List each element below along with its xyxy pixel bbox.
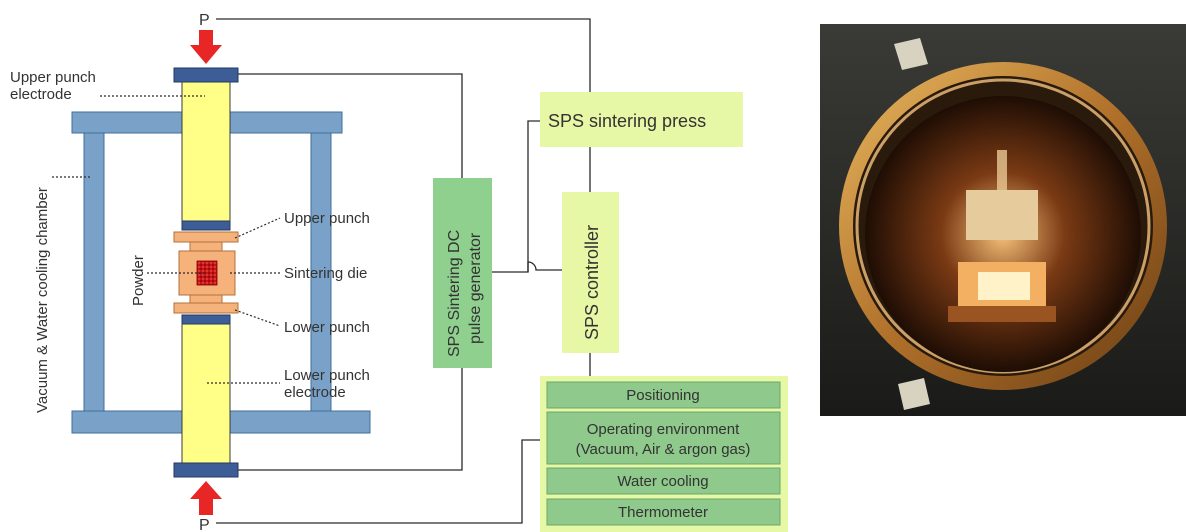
sintering-press-label: SPS sintering press xyxy=(548,111,706,131)
function-water-cooling xyxy=(546,467,781,495)
lower-punch-electrode xyxy=(173,314,239,478)
label-vacuum-chamber: Vacuum & Water cooling chamber xyxy=(34,187,51,413)
label-lower-punch-electrode-2: electrode xyxy=(284,384,346,401)
upper-punch xyxy=(173,231,239,243)
controller-box: SPS controller xyxy=(562,192,619,353)
pulse-generator-box: SPS Sintering DC pulse generator xyxy=(433,178,492,368)
function-operating-environment-label-2: (Vacuum, Air & argon gas) xyxy=(576,441,751,458)
pressure-label-top: P xyxy=(199,12,210,29)
function-water-cooling-label: Water cooling xyxy=(617,473,708,490)
sintering-die-assembly xyxy=(173,231,239,314)
pressure-arrow-bottom-icon xyxy=(190,481,222,515)
function-positioning xyxy=(546,381,781,409)
controller-label: SPS controller xyxy=(582,225,602,340)
pulse-generator-label-2: pulse generator xyxy=(467,232,484,344)
label-sintering-die: Sintering die xyxy=(284,265,367,282)
sps-chamber-photo xyxy=(820,24,1186,416)
pressure-label-bottom: P xyxy=(199,517,210,532)
pressure-arrow-top-icon xyxy=(190,30,222,64)
controller-function-list: Positioning Operating environment (Vacuu… xyxy=(540,376,788,532)
function-positioning-label: Positioning xyxy=(626,387,699,404)
wiring xyxy=(216,18,591,524)
vacuum-chamber-frame xyxy=(71,111,371,434)
sintering-press-box: SPS sintering press xyxy=(540,92,743,147)
upper-punch-electrode xyxy=(173,67,239,231)
label-upper-punch-electrode-1: Upper punch xyxy=(10,69,96,86)
pulse-generator-label-1: SPS Sintering DC xyxy=(446,230,463,357)
label-upper-punch: Upper punch xyxy=(284,210,370,227)
label-lower-punch-electrode-1: Lower punch xyxy=(284,367,370,384)
label-lower-punch: Lower punch xyxy=(284,319,370,336)
label-powder: Powder xyxy=(130,255,147,306)
function-thermometer xyxy=(546,498,781,526)
function-operating-environment xyxy=(546,411,781,465)
function-thermometer-label: Thermometer xyxy=(618,504,708,521)
function-operating-environment-label-1: Operating environment xyxy=(587,421,740,438)
label-upper-punch-electrode-2: electrode xyxy=(10,86,72,103)
lower-punch xyxy=(173,302,239,314)
leader-lines xyxy=(52,95,281,384)
